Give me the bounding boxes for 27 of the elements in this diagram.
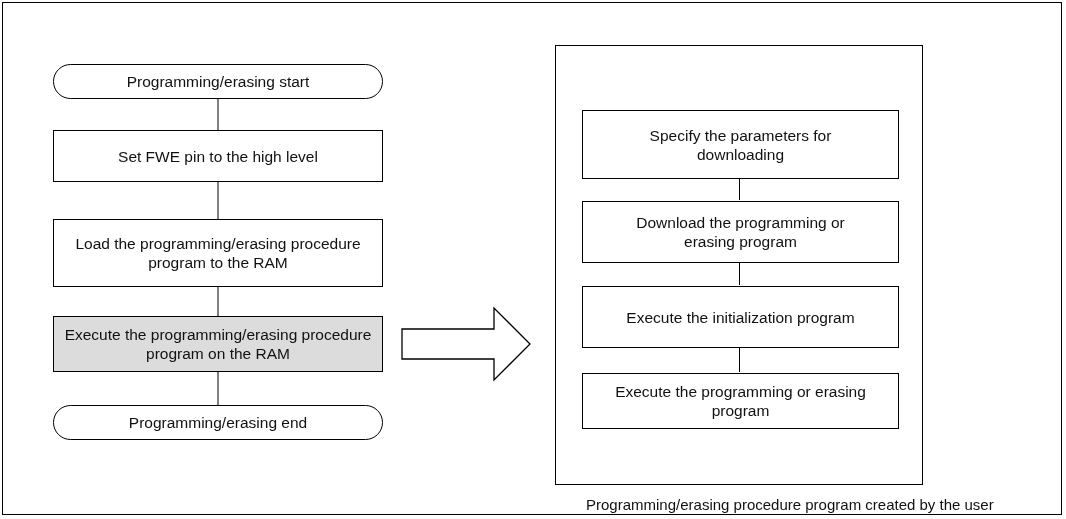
process-box bbox=[582, 110, 899, 179]
process-box bbox=[53, 316, 383, 372]
step-text: Programming/erasing end bbox=[127, 413, 309, 432]
connector-line bbox=[217, 181, 219, 220]
step-text: Download the programming or erasing program bbox=[635, 213, 846, 251]
connector-line bbox=[217, 98, 219, 131]
process-box bbox=[582, 201, 899, 263]
process-box bbox=[53, 130, 383, 182]
connector-line bbox=[217, 286, 219, 317]
process-box bbox=[582, 286, 899, 348]
step-text: Execute the initialization program bbox=[625, 307, 856, 327]
step-text: Programming/erasing start bbox=[125, 72, 311, 91]
process-box bbox=[53, 219, 383, 287]
group-caption: Programming/erasing procedure program created by the user bbox=[586, 496, 994, 513]
process-box bbox=[582, 373, 899, 429]
connector-line bbox=[739, 177, 740, 201]
step-text: Specify the parameters for downloading bbox=[648, 125, 833, 164]
connector-line bbox=[739, 261, 740, 286]
step-text: Load the programming/erasing procedure program to the RAM bbox=[74, 234, 362, 272]
step-text: Execute the programming or erasing program bbox=[614, 382, 867, 420]
connector-line bbox=[739, 346, 740, 373]
block-arrow bbox=[401, 306, 531, 382]
connector-line bbox=[217, 371, 219, 406]
step-text: Execute the programming/erasing procedure program on the RAM bbox=[63, 325, 373, 363]
terminal-box bbox=[53, 64, 383, 99]
step-text: Set FWE pin to the high level bbox=[117, 146, 319, 166]
terminal-box bbox=[53, 405, 383, 440]
